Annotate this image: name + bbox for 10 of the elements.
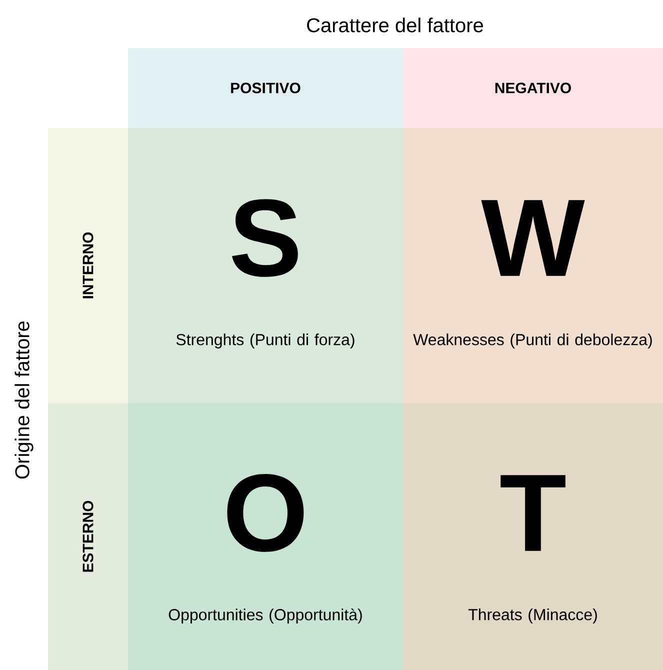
quadrant-box: O Opportunities (Opportunità) (128, 403, 403, 670)
quadrant-box: T Threats (Minacce) (403, 403, 663, 670)
column-header: NEGATIVO (403, 48, 663, 128)
row-header: ESTERNO (48, 403, 128, 670)
quadrant-box: W Weaknesses (Punti di debolezza) (403, 128, 663, 403)
axis-title: Carattere del fattore (307, 18, 483, 32)
axis-title: Origine del fattore (14, 321, 34, 479)
row-header: INTERNO (48, 128, 128, 403)
column-header: POSITIVO (128, 48, 403, 128)
quadrant-box: S Strenghts (Punti di forza) (128, 128, 403, 403)
